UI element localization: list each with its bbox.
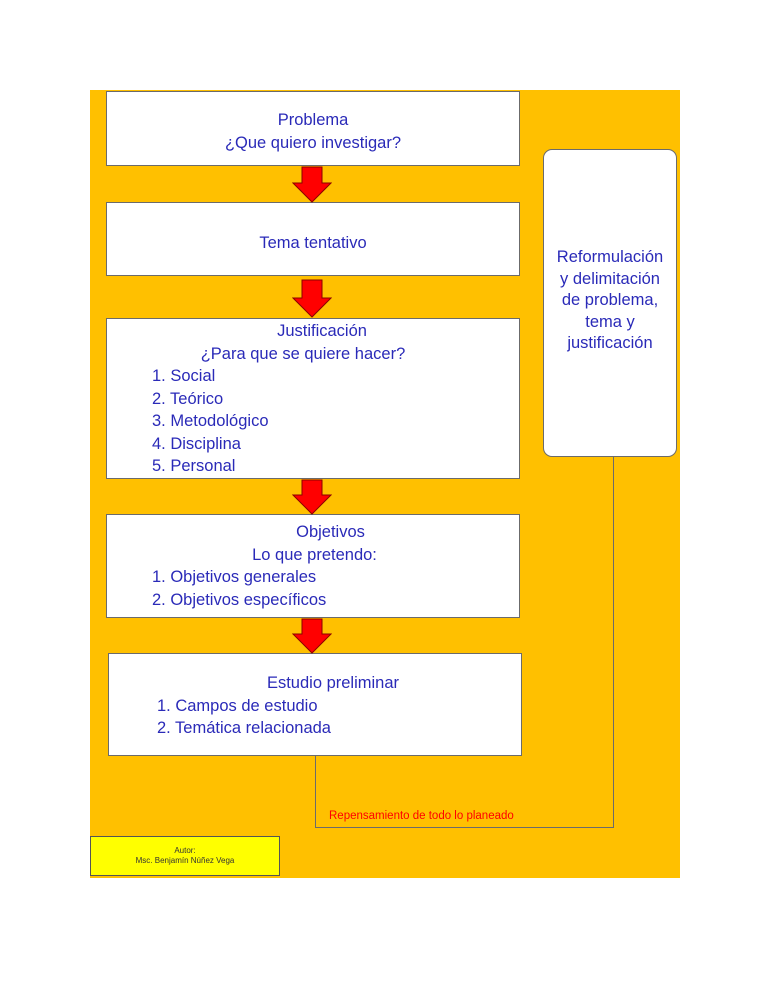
- objectives-subtitle: Lo que pretendo:: [252, 545, 377, 564]
- problem-box: Problema ¿Que quiero investigar?: [106, 91, 520, 166]
- list-item: 1. Social: [152, 367, 216, 385]
- justification-question: ¿Para que se quiere hacer?: [200, 344, 406, 363]
- author-name: Msc. Benjamín Núñez Vega: [135, 856, 235, 865]
- topic-box: Tema tentativo: [106, 202, 520, 276]
- objectives-box: Objetivos Lo que pretendo: 1. Objetivos …: [106, 514, 520, 618]
- preliminary-study-list: 1. Campos de estudio 2. Temática relacio…: [109, 695, 521, 740]
- problem-title: Problema: [277, 111, 349, 129]
- justification-list: 1. Social 2. Teórico 3. Metodológico 4. …: [107, 365, 519, 478]
- loop-label: Repensamiento de todo lo planeado: [329, 810, 514, 822]
- list-item: 1. Objetivos generales: [152, 568, 317, 586]
- justification-title: Justificación: [277, 322, 367, 340]
- list-item: 3. Metodológico: [152, 412, 269, 430]
- list-item: 1. Campos de estudio: [157, 696, 318, 715]
- down-arrow-icon: [292, 166, 332, 203]
- justification-box: Justificación ¿Para que se quiere hacer?…: [106, 318, 520, 479]
- loop-line-down: [315, 756, 316, 828]
- preliminary-study-box: Estudio preliminar 1. Campos de estudio …: [108, 653, 522, 756]
- list-item: 5. Personal: [152, 457, 236, 475]
- author-label: Autor:: [174, 846, 196, 855]
- loop-line-up: [613, 457, 614, 828]
- objectives-title: Objetivos: [296, 523, 365, 541]
- reformulation-box: Reformulación y delimitación de problema…: [543, 149, 677, 457]
- down-arrow-icon: [292, 279, 332, 318]
- reformulation-line: Reformulación: [556, 248, 664, 266]
- down-arrow-icon: [292, 618, 332, 654]
- reformulation-line: de problema,: [561, 291, 659, 309]
- list-item: 2. Teórico: [152, 389, 224, 408]
- down-arrow-icon: [292, 479, 332, 515]
- topic-title: Tema tentativo: [259, 234, 367, 252]
- author-box: Autor: Msc. Benjamín Núñez Vega: [90, 836, 280, 876]
- loop-line-bottom: [315, 827, 614, 828]
- problem-question: ¿Que quiero investigar?: [224, 133, 402, 152]
- objectives-list: 1. Objetivos generales 2. Objetivos espe…: [107, 566, 519, 611]
- reformulation-line: justificación: [567, 334, 653, 352]
- list-item: 4. Disciplina: [152, 434, 241, 453]
- reformulation-line: y delimitación: [560, 269, 660, 288]
- list-item: 2. Temática relacionada: [157, 719, 331, 737]
- preliminary-study-title: Estudio preliminar: [266, 674, 400, 692]
- list-item: 2. Objetivos específicos: [152, 590, 327, 609]
- reformulation-line: tema y: [585, 312, 635, 331]
